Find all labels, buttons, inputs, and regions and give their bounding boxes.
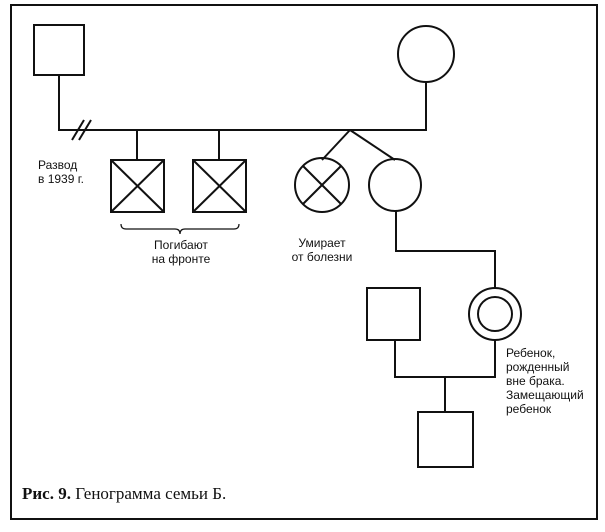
marriage-line [58,75,427,131]
child-label-line-5: ребенок [506,402,552,416]
divorce-label-line-2: в 1939 г. [38,172,84,186]
twin-lines [321,129,396,161]
died-illness-label: Умирает от болезни [282,236,362,264]
caption-text: Генограмма семьи Б. [75,484,227,503]
figure-frame [10,4,598,520]
son-lines [136,130,220,160]
couple-line [394,340,496,378]
index-child-outer-circle [468,287,522,341]
child-label-line-2: рожденный [506,360,570,374]
divorce-label: Развод в 1939 г. [38,158,84,186]
sons-bracket [120,223,240,235]
grandfather-square [33,24,85,76]
died-illness-line-2: от болезни [291,250,353,264]
died-front-label: Погибают на фронте [136,238,226,266]
grandchild-square [417,411,474,468]
divorce-mark-2 [78,119,92,141]
daughter-1-circle [294,157,350,213]
son-2-cross-b [192,159,247,213]
child-label-line-4: Замещающий [506,388,584,402]
divorce-mark-1 [71,119,85,141]
partner-square [366,287,421,341]
child-label-line-3: вне брака. [506,374,565,388]
son-1-cross-b [110,159,165,213]
daughter-2-circle [368,158,422,212]
daughter-1-cross-b [302,165,342,205]
mother-child-line [395,211,496,288]
son-1-square [110,159,165,213]
index-child-inner-circle [477,296,513,332]
caption-prefix: Рис. 9. [22,484,71,503]
died-front-line-2: на фронте [151,252,211,266]
son-2-square [192,159,247,213]
died-front-line-1: Погибают [154,238,208,252]
grandmother-circle [397,25,455,83]
child-label-line-1: Ребенок, [506,346,556,360]
divorce-label-line-1: Развод [38,158,78,172]
child-label: Ребенок, рожденный вне брака. Замещающий… [506,346,584,416]
died-illness-line-1: Умирает [298,236,346,250]
figure-caption: Рис. 9. Генограмма семьи Б. [22,484,226,504]
